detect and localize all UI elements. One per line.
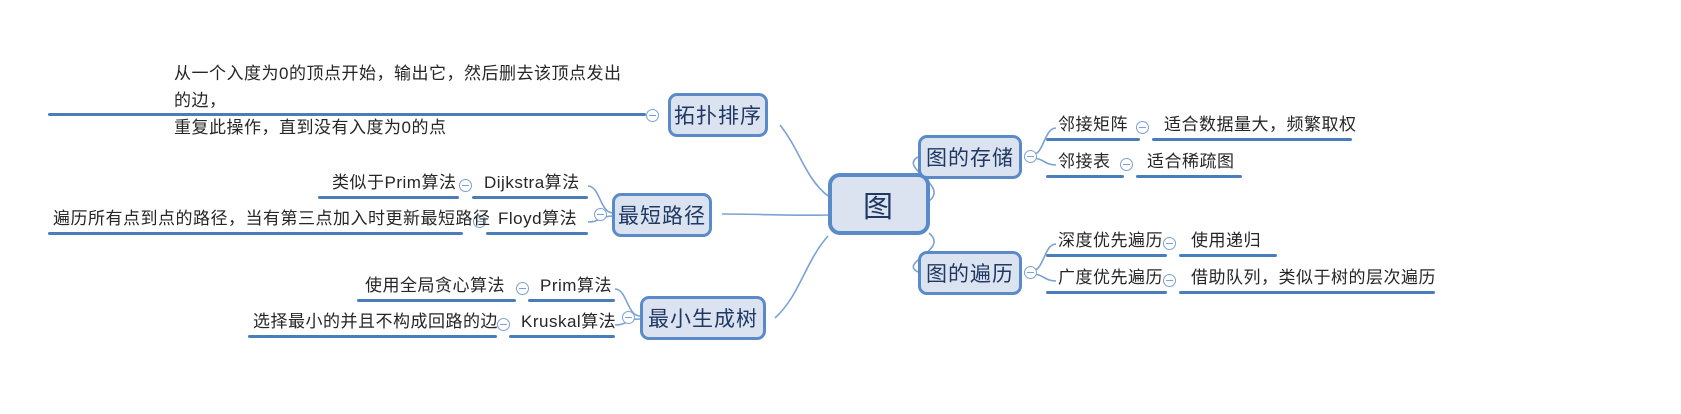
edge-traversal-to-dfs xyxy=(1031,243,1057,272)
root-node-label: 图 xyxy=(863,191,895,224)
toggle-graph-storage[interactable] xyxy=(1024,150,1037,163)
toggle-floyd[interactable] xyxy=(473,215,486,228)
leaf-label-dfs[interactable]: 深度优先遍历 xyxy=(1058,231,1163,250)
branch-node-shortest-path[interactable]: 最短路径 xyxy=(612,193,712,237)
toggle-topological-sort[interactable] xyxy=(646,109,659,122)
edge-root-topological xyxy=(779,124,829,197)
branch-node-graph-traversal[interactable]: 图的遍历 xyxy=(918,251,1022,295)
toggle-adjacency-list[interactable] xyxy=(1120,158,1133,171)
note-adjacency-list: 适合稀疏图 xyxy=(1147,152,1235,171)
toggle-kruskal[interactable] xyxy=(497,318,510,331)
underline-topological-sort xyxy=(48,113,646,116)
toggle-adjacency-matrix[interactable] xyxy=(1136,121,1149,134)
branch-label-shortest-path: 最短路径 xyxy=(618,205,706,228)
root-node-graph[interactable]: 图 xyxy=(828,173,930,235)
note-dfs: 使用递归 xyxy=(1191,231,1261,250)
leaf-label-dijkstra[interactable]: Dijkstra算法 xyxy=(484,173,580,192)
edge-root-mst xyxy=(774,235,829,319)
toggle-graph-traversal[interactable] xyxy=(1024,266,1037,279)
underline-adjacency-list xyxy=(1046,175,1124,178)
note-bfs: 借助队列，类似于树的层次遍历 xyxy=(1191,268,1436,287)
underline-prim-note xyxy=(357,299,516,302)
note-adjacency-matrix: 适合数据量大，频繁取权 xyxy=(1164,115,1357,134)
note-topological-sort: 从一个入度为0的顶点开始，输出它，然后删去该顶点发出的边， 重复此操作，直到没有… xyxy=(174,64,622,137)
underline-adjacency-matrix xyxy=(1046,138,1140,141)
underline-dfs xyxy=(1046,254,1167,257)
underline-adjacency-list-note xyxy=(1136,175,1242,178)
leaf-label-bfs[interactable]: 广度优先遍历 xyxy=(1058,268,1163,287)
note-prim: 使用全局贪心算法 xyxy=(365,276,505,295)
underline-dfs-note xyxy=(1179,254,1277,257)
edge-root-shortest-path xyxy=(721,213,829,217)
toggle-shortest-path[interactable] xyxy=(594,208,607,221)
note-dijkstra: 类似于Prim算法 xyxy=(332,173,457,192)
toggle-prim[interactable] xyxy=(516,282,529,295)
underline-floyd-note xyxy=(48,232,463,235)
branch-node-topological-sort[interactable]: 拓扑排序 xyxy=(668,93,768,137)
underline-kruskal xyxy=(509,335,615,338)
note-floyd: 遍历所有点到点的路径，当有第三点加入时更新最短路径 xyxy=(53,209,491,228)
leaf-label-kruskal[interactable]: Kruskal算法 xyxy=(521,312,617,331)
leaf-label-floyd[interactable]: Floyd算法 xyxy=(498,209,578,228)
note-kruskal: 选择最小的并且不构成回路的边 xyxy=(253,312,498,331)
branch-node-minimum-spanning-tree[interactable]: 最小生成树 xyxy=(640,296,766,340)
underline-dijkstra xyxy=(472,196,588,199)
toggle-minimum-spanning-tree[interactable] xyxy=(622,311,635,324)
branch-label-topological-sort: 拓扑排序 xyxy=(674,105,762,128)
underline-prim xyxy=(528,299,615,302)
toggle-dijkstra[interactable] xyxy=(459,179,472,192)
underline-bfs xyxy=(1046,291,1167,294)
leaf-label-prim[interactable]: Prim算法 xyxy=(540,276,612,295)
branch-label-graph-traversal: 图的遍历 xyxy=(926,263,1014,286)
branch-label-graph-storage: 图的存储 xyxy=(926,147,1014,170)
toggle-dfs[interactable] xyxy=(1163,237,1176,250)
edge-storage-to-matrix xyxy=(1031,127,1057,156)
underline-adjacency-matrix-note xyxy=(1152,138,1352,141)
underline-bfs-note xyxy=(1179,291,1435,294)
toggle-bfs[interactable] xyxy=(1163,274,1176,287)
underline-floyd xyxy=(486,232,588,235)
leaf-label-adjacency-list[interactable]: 邻接表 xyxy=(1058,152,1111,171)
leaf-label-adjacency-matrix[interactable]: 邻接矩阵 xyxy=(1058,115,1128,134)
underline-dijkstra-note xyxy=(318,196,459,199)
branch-node-graph-storage[interactable]: 图的存储 xyxy=(918,135,1022,179)
underline-kruskal-note xyxy=(248,335,497,338)
branch-label-minimum-spanning-tree: 最小生成树 xyxy=(648,308,758,331)
